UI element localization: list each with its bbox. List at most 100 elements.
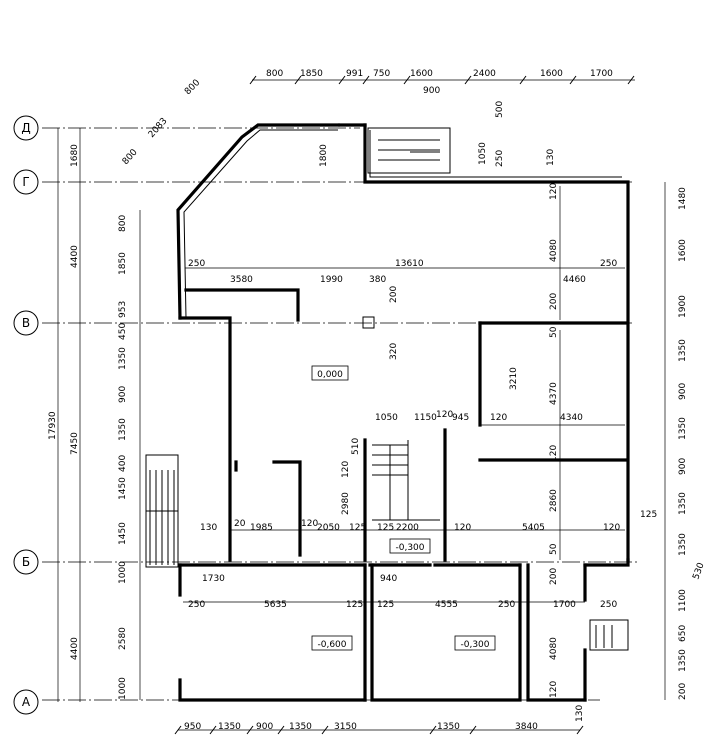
svg-text:125: 125 xyxy=(377,523,394,533)
svg-text:125: 125 xyxy=(377,600,394,610)
svg-text:900: 900 xyxy=(118,386,128,403)
svg-text:17930: 17930 xyxy=(48,411,58,440)
dims-right: 1480 1600 1900 1350 900 1350 900 1350 13… xyxy=(678,187,705,700)
svg-text:1990: 1990 xyxy=(320,275,343,285)
svg-text:1350: 1350 xyxy=(678,417,688,440)
dims-bay: 800 2083 800 xyxy=(121,78,203,167)
svg-text:-0,600: -0,600 xyxy=(317,640,346,650)
svg-text:4400: 4400 xyxy=(70,245,80,268)
svg-text:3580: 3580 xyxy=(230,275,253,285)
svg-text:125: 125 xyxy=(640,510,657,520)
svg-text:-0,300: -0,300 xyxy=(460,640,489,650)
svg-text:Б: Б xyxy=(22,555,30,569)
svg-text:1850: 1850 xyxy=(118,252,128,275)
svg-text:120: 120 xyxy=(490,413,507,423)
svg-text:120: 120 xyxy=(549,445,559,462)
svg-text:900: 900 xyxy=(678,383,688,400)
svg-text:1350: 1350 xyxy=(437,722,460,732)
svg-text:1600: 1600 xyxy=(540,69,563,79)
svg-text:120: 120 xyxy=(341,461,351,478)
svg-text:800: 800 xyxy=(183,78,202,97)
svg-text:1050: 1050 xyxy=(478,142,488,165)
svg-text:130: 130 xyxy=(200,523,217,533)
svg-text:250: 250 xyxy=(495,150,505,167)
svg-text:120: 120 xyxy=(603,523,620,533)
axis-lines xyxy=(42,127,640,701)
svg-text:940: 940 xyxy=(380,574,397,584)
svg-text:2860: 2860 xyxy=(549,489,559,512)
svg-text:510: 510 xyxy=(351,438,361,455)
axis-marker-d: Д xyxy=(13,115,39,141)
svg-text:991: 991 xyxy=(346,69,363,79)
level-mark-room-left: -0,600 xyxy=(311,635,353,651)
svg-text:1680: 1680 xyxy=(70,144,80,167)
svg-text:120: 120 xyxy=(549,681,559,698)
svg-text:7450: 7450 xyxy=(70,432,80,455)
svg-text:2400: 2400 xyxy=(473,69,496,79)
svg-text:А: А xyxy=(22,695,31,709)
svg-text:1600: 1600 xyxy=(678,239,688,262)
svg-text:1480: 1480 xyxy=(678,187,688,210)
svg-text:320: 320 xyxy=(389,343,399,360)
svg-text:750: 750 xyxy=(373,69,390,79)
svg-text:3840: 3840 xyxy=(515,722,538,732)
svg-text:380: 380 xyxy=(369,275,386,285)
svg-text:1150: 1150 xyxy=(414,413,437,423)
svg-text:250: 250 xyxy=(188,259,205,269)
svg-text:950: 950 xyxy=(184,722,201,732)
dims-left-detail: 800 1850 953 450 1350 900 1350 400 1450 … xyxy=(118,215,128,700)
svg-text:450: 450 xyxy=(118,323,128,340)
dims-interior: 250 3580 1990 380 13610 250 4460 200 320… xyxy=(188,144,657,722)
svg-text:1100: 1100 xyxy=(678,589,688,612)
svg-text:5405: 5405 xyxy=(522,523,545,533)
svg-text:125: 125 xyxy=(346,600,363,610)
svg-text:250: 250 xyxy=(600,600,617,610)
level-mark-landing: -0,300 xyxy=(389,538,431,554)
svg-text:250: 250 xyxy=(188,600,205,610)
svg-text:1700: 1700 xyxy=(553,600,576,610)
svg-text:125: 125 xyxy=(349,523,366,533)
svg-text:1350: 1350 xyxy=(678,339,688,362)
svg-text:800: 800 xyxy=(118,215,128,232)
dims-left: 17930 1680 4400 7450 4400 xyxy=(48,144,80,660)
svg-text:4340: 4340 xyxy=(560,413,583,423)
dimension-lines xyxy=(57,79,666,731)
svg-text:50: 50 xyxy=(549,326,559,338)
svg-text:20: 20 xyxy=(234,519,246,529)
svg-text:Д: Д xyxy=(21,121,30,135)
svg-text:120: 120 xyxy=(549,183,559,200)
svg-text:50: 50 xyxy=(549,543,559,555)
svg-text:2580: 2580 xyxy=(118,627,128,650)
svg-text:4555: 4555 xyxy=(435,600,458,610)
svg-text:650: 650 xyxy=(678,625,688,642)
dims-top: 800 1850 991 750 1600 2400 1600 1700 xyxy=(266,69,613,79)
axis-marker-a: А xyxy=(13,689,39,715)
level-mark-main: 0,000 xyxy=(311,365,349,381)
svg-text:1850: 1850 xyxy=(300,69,323,79)
svg-text:1600: 1600 xyxy=(410,69,433,79)
dimension-ticks xyxy=(174,75,635,735)
svg-text:2200: 2200 xyxy=(396,523,419,533)
stair-top xyxy=(367,127,451,174)
svg-text:5635: 5635 xyxy=(264,600,287,610)
axis-marker-g: Г xyxy=(13,169,39,195)
svg-text:250: 250 xyxy=(600,259,617,269)
svg-text:900: 900 xyxy=(423,86,440,96)
svg-text:1730: 1730 xyxy=(202,574,225,584)
svg-text:Г: Г xyxy=(22,175,29,189)
svg-text:2050: 2050 xyxy=(317,523,340,533)
svg-text:-0,300: -0,300 xyxy=(395,543,424,553)
svg-text:1050: 1050 xyxy=(375,413,398,423)
svg-text:1450: 1450 xyxy=(118,477,128,500)
stair-interior xyxy=(372,440,440,521)
svg-text:1350: 1350 xyxy=(678,649,688,672)
svg-text:4400: 4400 xyxy=(70,637,80,660)
svg-text:130: 130 xyxy=(575,705,585,722)
svg-text:4460: 4460 xyxy=(563,275,586,285)
svg-text:3210: 3210 xyxy=(509,367,519,390)
svg-text:4370: 4370 xyxy=(549,382,559,405)
svg-text:13610: 13610 xyxy=(395,259,424,269)
svg-text:800: 800 xyxy=(266,69,283,79)
svg-text:500: 500 xyxy=(495,101,505,118)
dims-top-secondary: 900 500 1050 250 130 xyxy=(423,86,556,167)
